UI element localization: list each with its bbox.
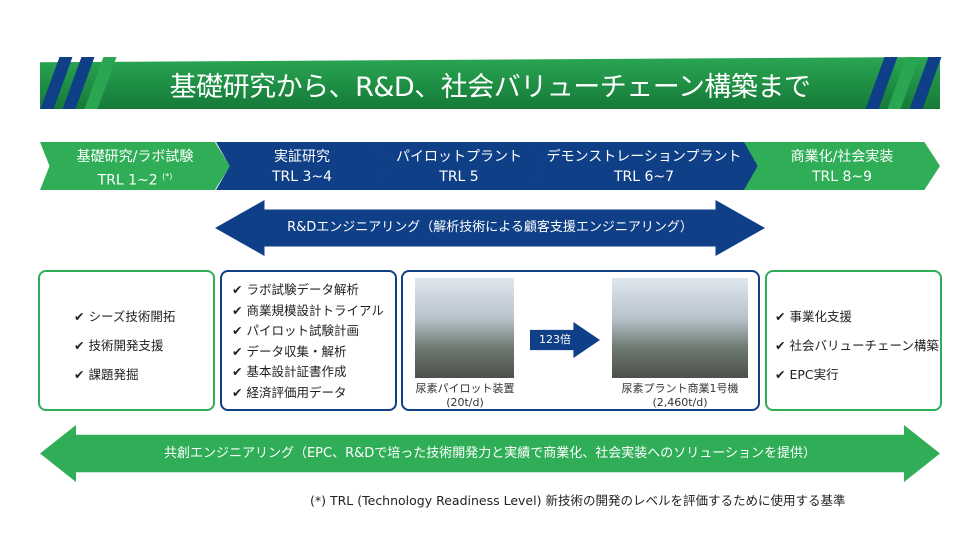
list-item: シーズ技術開拓 — [74, 302, 213, 331]
list-item: EPC実行 — [775, 360, 940, 389]
list-item: 社会バリューチェーン構築 — [775, 331, 940, 360]
commercial-caption: 尿素プラント商業1号機(2,460t/d) — [621, 382, 739, 409]
list-item: 事業化支援 — [775, 302, 940, 331]
box-commercialization: 事業化支援 社会バリューチェーン構築 EPC実行 — [765, 270, 942, 411]
list-item: パイロット試験計画 — [232, 321, 395, 342]
list-item: 課題発掘 — [74, 360, 213, 389]
box-demonstration-research: ラボ試験データ解析 商業規模設計トライアル パイロット試験計画 データ収集・解析… — [220, 270, 397, 411]
list-item: 基本設計証書作成 — [232, 362, 395, 383]
list-item: 経済評価用データ — [232, 383, 395, 404]
footnote: (*) TRL (Technology Readiness Level) 新技術… — [310, 493, 846, 508]
list-item: データ収集・解析 — [232, 342, 395, 363]
box-pilot-demo — [401, 270, 760, 411]
page-title: 基礎研究から、R&D、社会バリューチェーン構築まで — [169, 72, 811, 103]
pilot-caption: 尿素パイロット装置(20t/d) — [415, 382, 515, 409]
commercial-plant-photo — [612, 278, 748, 378]
co-creation-arrow: 共創エンジニアリング（EPC、R&Dで培った技術開発力と実績で商業化、社会実装へ… — [40, 425, 940, 482]
list-item: 商業規模設計トライアル — [232, 301, 395, 322]
rd-engineering-arrow: R&Dエンジニアリング（解析技術による顧客支援エンジニアリング） — [215, 200, 765, 256]
list-item: 技術開発支援 — [74, 331, 213, 360]
title-banner: 基礎研究から、R&D、社会バリューチェーン構築まで — [40, 57, 942, 109]
list-item: ラボ試験データ解析 — [232, 280, 395, 301]
pilot-plant-photo — [415, 278, 514, 378]
box-basic-research: シーズ技術開拓 技術開発支援 課題発掘 — [38, 270, 215, 411]
